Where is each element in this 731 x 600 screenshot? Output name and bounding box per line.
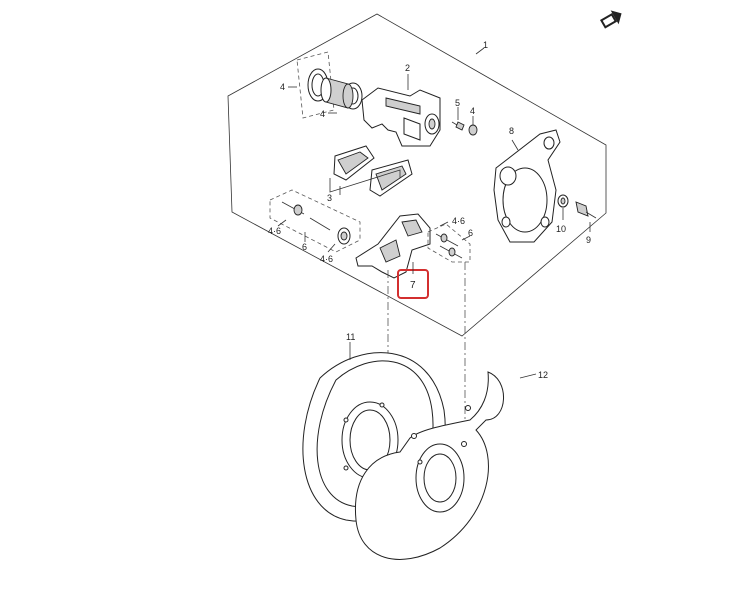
label-part-9: 9 [586, 235, 591, 245]
label-part-10: 10 [556, 224, 566, 234]
label-part-11: 11 [346, 332, 355, 342]
bleeder-screw-part [451, 121, 465, 131]
mounting-plate-part [493, 129, 561, 243]
label-part-46b: 4·6 [320, 254, 333, 264]
washer-part [557, 194, 569, 208]
label-part-5: 5 [455, 98, 460, 108]
label-part-3: 3 [327, 193, 332, 203]
label-part-6b: 6 [468, 228, 473, 238]
label-part-46a: 4·6 [268, 226, 281, 236]
label-part-1: 1 [483, 40, 488, 50]
bleeder-cap-part [468, 124, 478, 136]
label-part-46c: 4·6 [452, 216, 465, 226]
front-direction-arrow-icon [600, 10, 622, 29]
caliper-bracket-part [355, 213, 431, 279]
label-part-4c: 4 [470, 106, 475, 116]
label-part-4a: 4 [280, 82, 285, 92]
label-part-7: 7 [410, 280, 416, 291]
slide-pin-right-part [435, 233, 463, 259]
dust-shield-part [354, 371, 504, 560]
label-part-12: 12 [538, 370, 548, 380]
slide-pin-left-part [281, 201, 351, 245]
brake-pad-part [333, 145, 413, 197]
label-part-2: 2 [405, 63, 410, 73]
label-part-8: 8 [509, 126, 514, 136]
caliper-body-part [361, 87, 441, 147]
bolt-part [575, 201, 597, 219]
piston-part [320, 77, 354, 109]
assembly-boundary [227, 13, 607, 337]
label-part-4b: 4 [320, 109, 325, 119]
label-part-6a: 6 [302, 242, 307, 252]
